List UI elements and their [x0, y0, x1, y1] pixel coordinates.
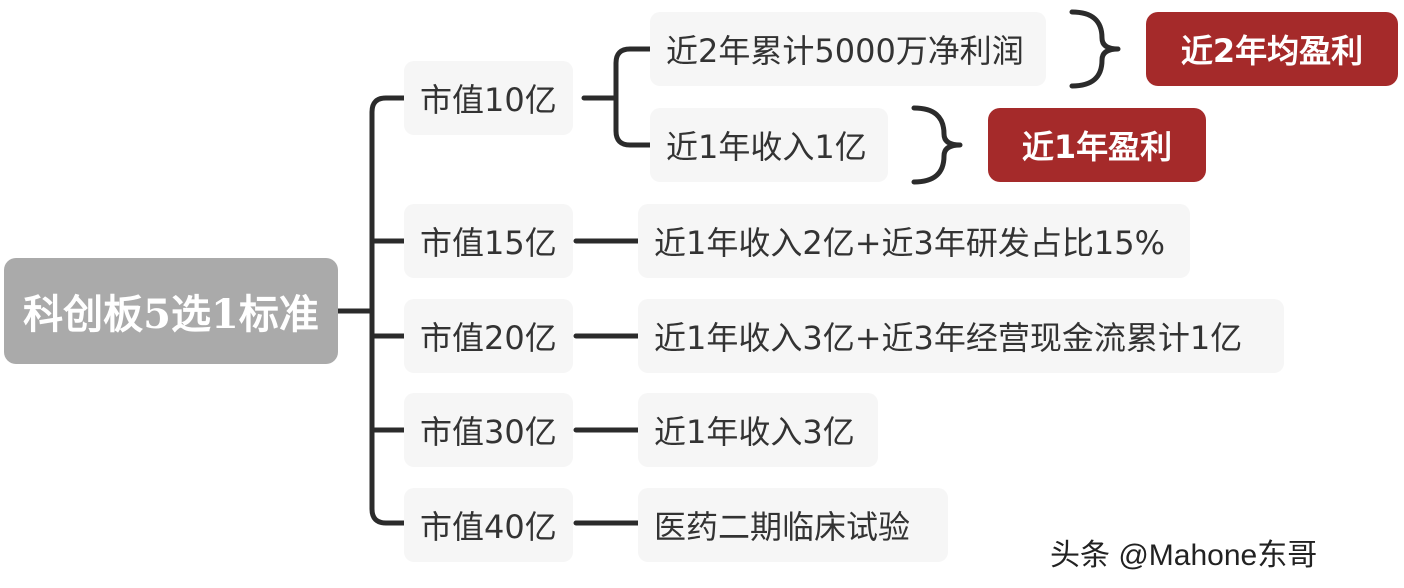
outcome-label: 近1年盈利 — [1021, 128, 1173, 166]
condition-label: 近1年收入2亿+近3年研发占比15% — [654, 224, 1166, 262]
outcome-label: 近2年均盈利 — [1180, 32, 1364, 70]
root-node: 科创板5选1标准 — [4, 258, 338, 364]
condition-label: 近1年收入1亿 — [666, 128, 867, 166]
watermark-text: 头条 @Mahone东哥 — [1050, 539, 1318, 572]
condition-node-30: 近1年收入3亿 — [638, 393, 878, 467]
condition-node-2yr-profit: 近2年累计5000万净利润 — [650, 12, 1046, 86]
brace-1yr — [911, 105, 963, 185]
brace-2yr — [1069, 9, 1121, 89]
condition-label: 近1年收入3亿 — [654, 413, 855, 451]
condition-node-20: 近1年收入3亿+近3年经营现金流累计1亿 — [638, 299, 1284, 373]
outcome-tag-1yr: 近1年盈利 — [988, 108, 1206, 182]
condition-node-1yr-revenue: 近1年收入1亿 — [650, 108, 888, 182]
fork-connector-10 — [613, 46, 653, 148]
root-label: 科创板5选1标准 — [23, 291, 319, 338]
cap-label: 市值15亿 — [420, 224, 557, 262]
cap-node-10: 市值10亿 — [404, 61, 573, 135]
condition-node-15: 近1年收入2亿+近3年研发占比15% — [638, 204, 1190, 278]
cap-node-20: 市值20亿 — [404, 299, 573, 373]
cap-label: 市值20亿 — [420, 319, 557, 357]
condition-label: 近1年收入3亿+近3年经营现金流累计1亿 — [654, 319, 1243, 357]
cap-label: 市值40亿 — [420, 508, 557, 546]
condition-label: 医药二期临床试验 — [654, 508, 911, 546]
cap-label: 市值30亿 — [420, 413, 557, 451]
cap-node-15: 市值15亿 — [404, 204, 573, 278]
cap-node-40: 市值40亿 — [404, 488, 573, 562]
trunk-connector — [369, 95, 407, 526]
cap-node-30: 市值30亿 — [404, 393, 573, 467]
outcome-tag-2yr: 近2年均盈利 — [1146, 12, 1398, 86]
condition-node-40: 医药二期临床试验 — [638, 488, 948, 562]
cap-label: 市值10亿 — [420, 81, 557, 119]
condition-label: 近2年累计5000万净利润 — [666, 32, 1024, 70]
